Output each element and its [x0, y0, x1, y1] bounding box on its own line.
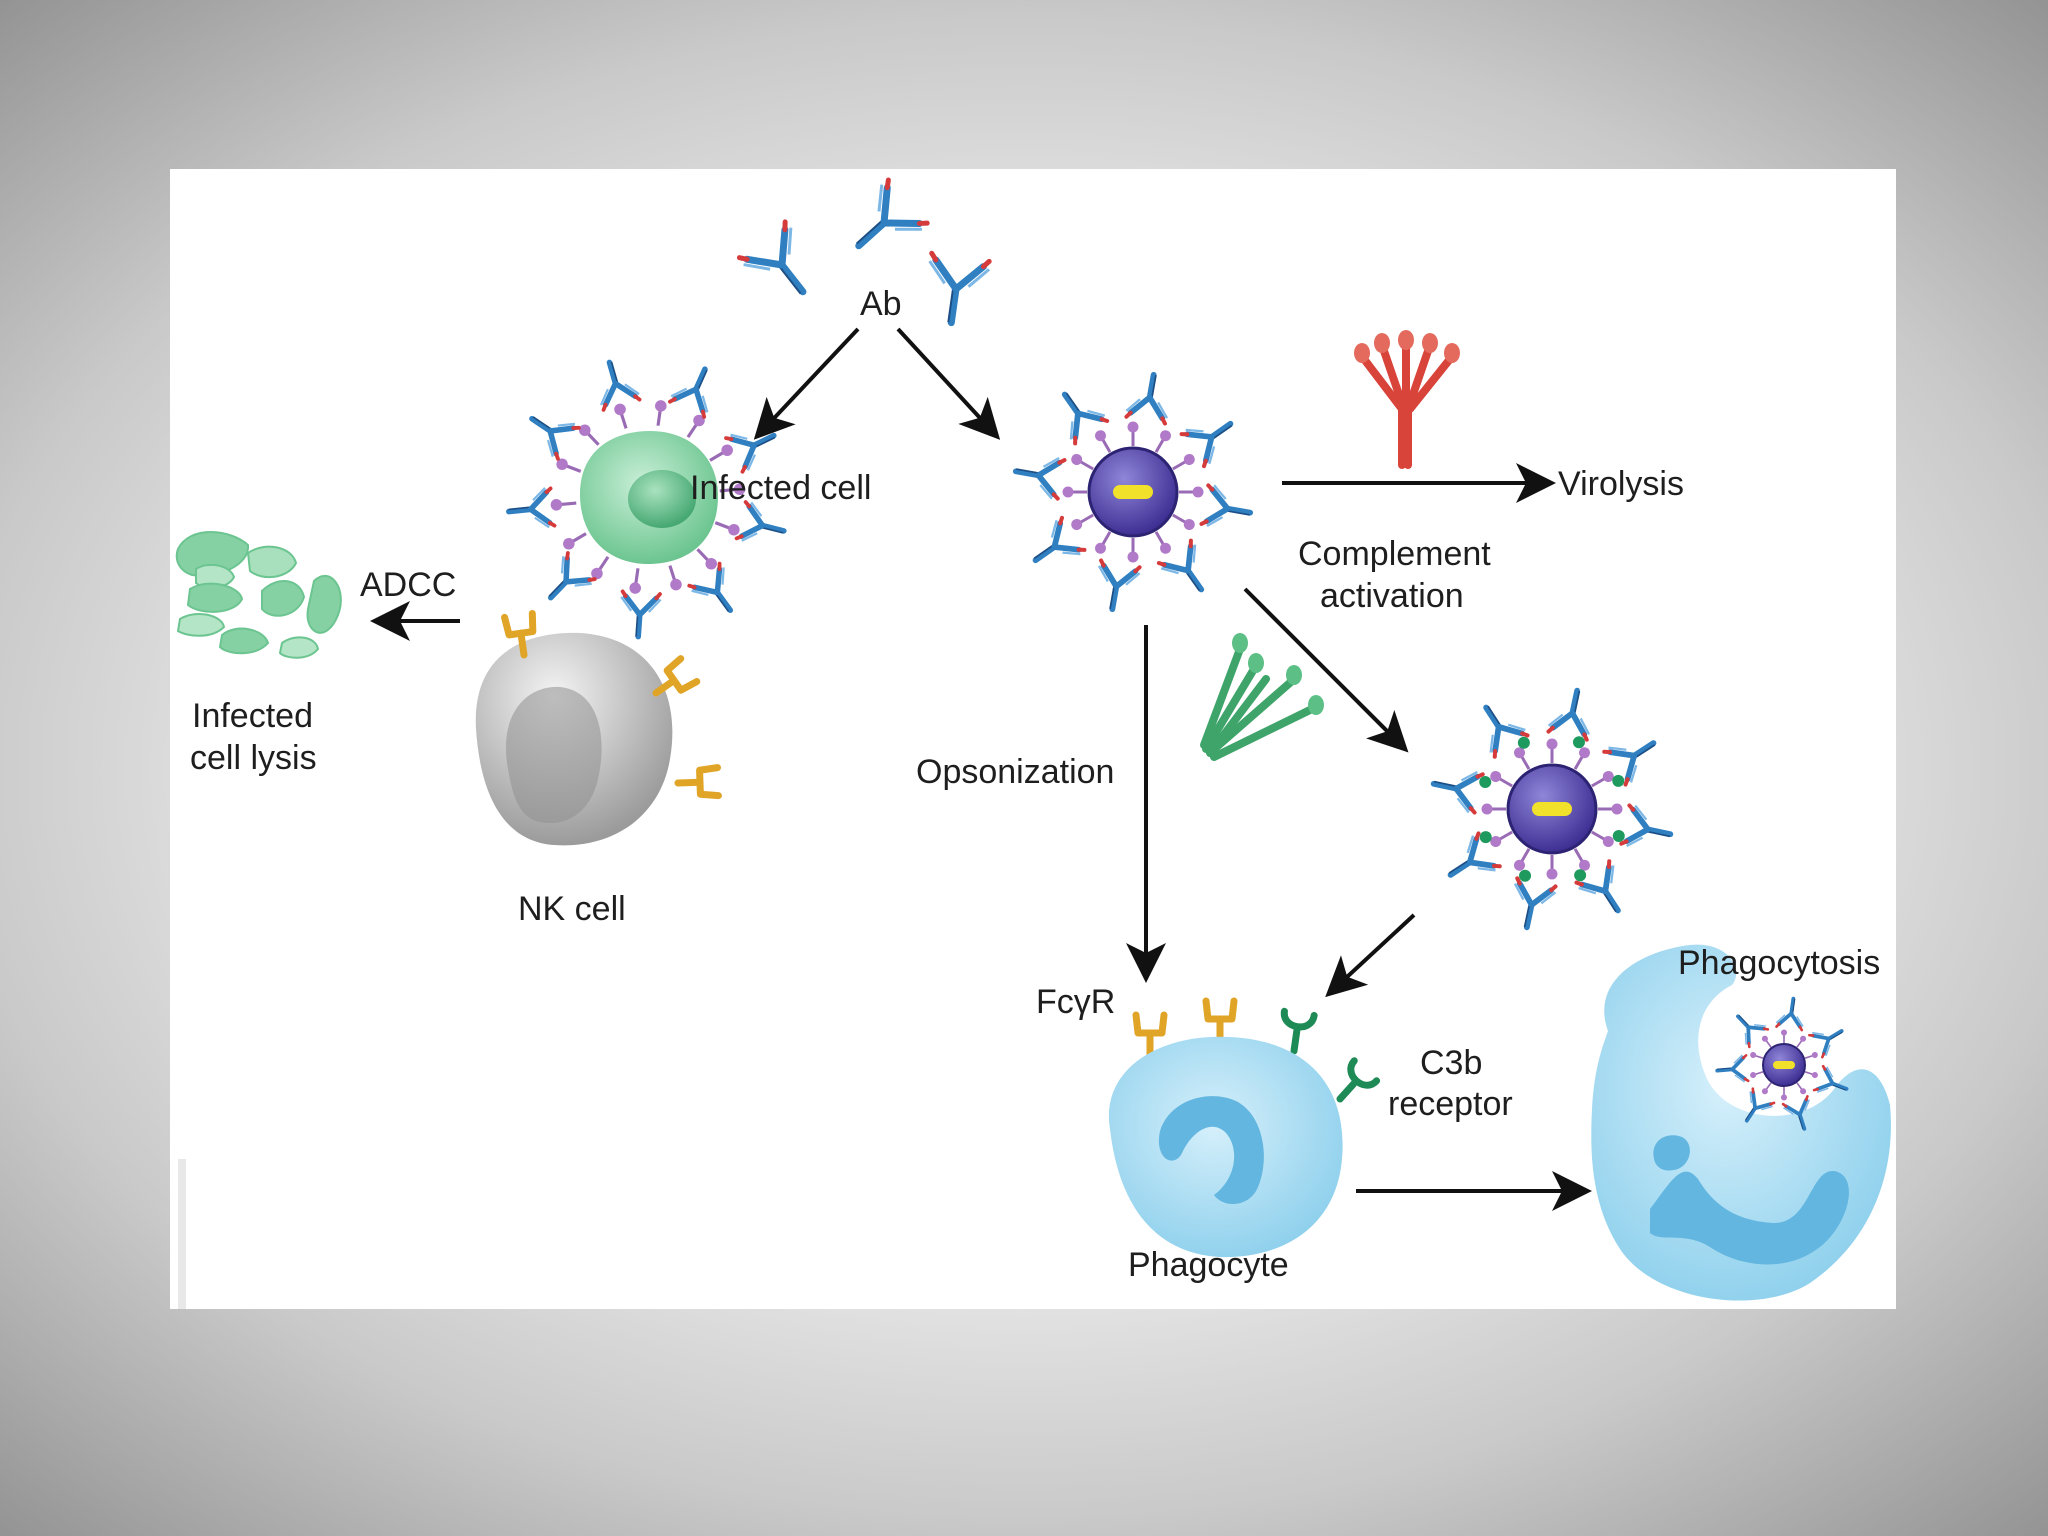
complement-c1-complex: [1354, 330, 1460, 469]
lysis-label-line2: cell lysis: [190, 739, 317, 777]
lysis-label-line1: Infected: [192, 697, 313, 735]
figure-credit: [178, 1159, 186, 1309]
phagocyte-label: Phagocyte: [1128, 1246, 1289, 1284]
phagocytosing-cell: [1591, 944, 1891, 1301]
antibody-effector-diagram: Ab Infected cell ADCC Infected cell lysi…: [175, 169, 1891, 1309]
adcc-label: ADCC: [360, 566, 456, 604]
arrow-to-complement-virion: [1243, 587, 1409, 753]
engulfed-virion: [1714, 994, 1854, 1135]
phagocytosis-label: Phagocytosis: [1678, 944, 1880, 982]
ab-label: Ab: [860, 285, 902, 323]
bound-c3b-dots: [1479, 736, 1625, 882]
arrow-ab-to-infected: [753, 327, 860, 440]
antibody-coated-virion: [1012, 371, 1254, 613]
infected-cell: [507, 357, 789, 638]
virolysis-label: Virolysis: [1558, 465, 1684, 503]
complement-c3-complex: [1200, 633, 1324, 761]
nk-cell-label: NK cell: [518, 890, 626, 928]
c3b-label-line2: receptor: [1388, 1085, 1513, 1123]
nk-cell: [475, 613, 719, 846]
complement-label-line1: Complement: [1298, 535, 1491, 573]
opsonization-label: Opsonization: [916, 753, 1114, 791]
complement-label-line2: activation: [1320, 577, 1464, 615]
phagocyte: [1108, 1001, 1377, 1258]
arrow-to-c3b-receptor: [1325, 913, 1416, 998]
figure-panel: Ab Infected cell ADCC Infected cell lysi…: [170, 169, 1896, 1309]
c3b-label-line1: C3b: [1420, 1044, 1482, 1082]
arrow-ab-to-virion: [896, 327, 1001, 440]
complement-coated-virion: [1429, 686, 1674, 931]
infected-cell-label: Infected cell: [690, 469, 871, 507]
lysed-cell-fragments: [175, 531, 342, 659]
fcgr-label: FcγR: [1036, 983, 1115, 1021]
